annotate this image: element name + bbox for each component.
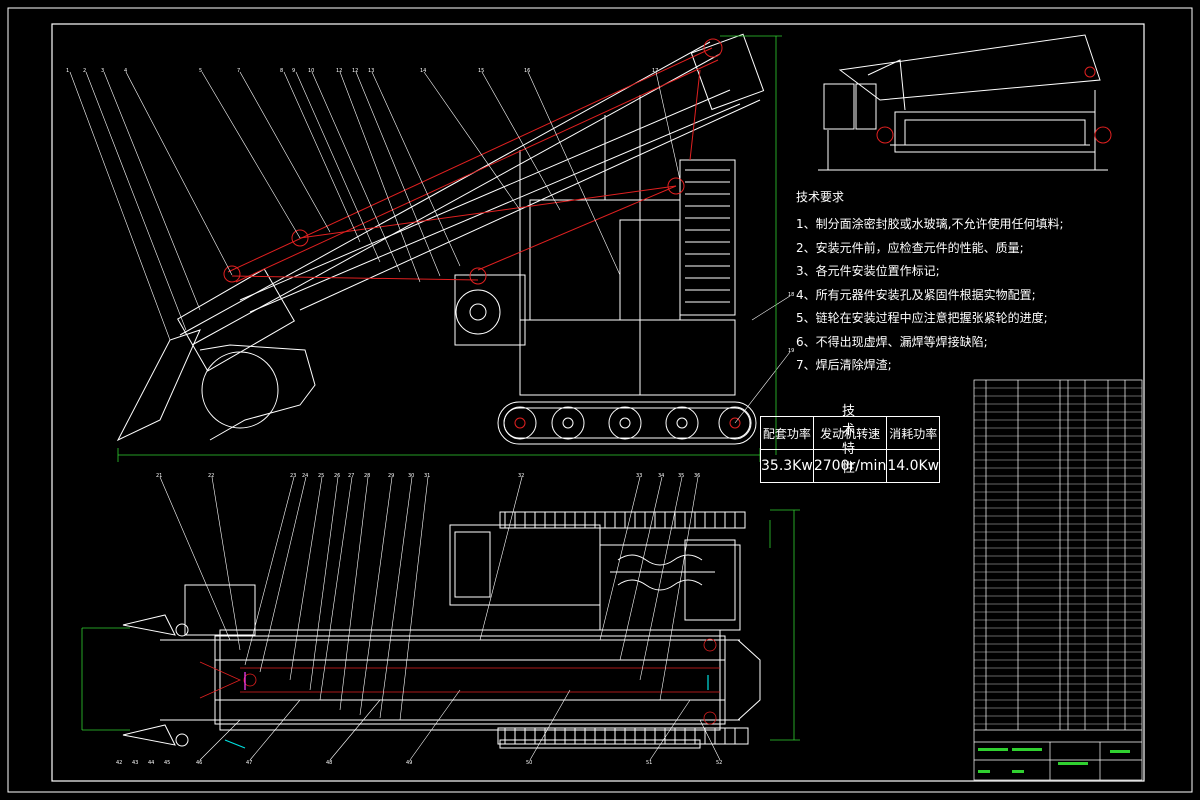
svg-text:34: 34 [658,473,664,479]
title-block-marks [978,748,1130,773]
note-item: 7、焊后清除焊渣; [796,358,892,372]
svg-text:15: 15 [478,68,484,74]
spec-value: 14.0Kw [886,449,941,483]
outer-border [7,7,1193,793]
svg-text:43: 43 [132,760,138,766]
track-wheels [503,406,752,440]
plan-view [122,524,761,749]
notes-title: 技术要求 [796,190,845,204]
svg-text:25: 25 [318,473,324,479]
svg-text:36: 36 [694,473,700,479]
svg-text:24: 24 [302,473,308,479]
svg-text:10: 10 [308,68,314,74]
svg-text:42: 42 [116,760,122,766]
svg-text:33: 33 [636,473,642,479]
svg-text:17: 17 [652,68,658,74]
svg-text:27: 27 [348,473,354,479]
svg-text:50: 50 [526,760,532,766]
svg-text:1: 1 [66,68,69,74]
svg-text:51: 51 [646,760,652,766]
svg-text:22: 22 [208,473,214,479]
inner-frame [51,23,1145,782]
svg-text:12: 12 [336,68,342,74]
spec-value: 35.3Kw [760,449,814,483]
dimension-lines [81,35,800,741]
leader-lines-plan [159,476,721,761]
svg-text:18: 18 [788,292,794,298]
end-view-sprockets [876,66,1112,144]
svg-text:21: 21 [156,473,162,479]
svg-text:48: 48 [326,760,332,766]
svg-text:35: 35 [678,473,684,479]
svg-text:14: 14 [420,68,426,74]
plan-accents [224,672,709,749]
svg-text:8: 8 [280,68,283,74]
spec-table: 配套功率 发动机转速 消耗功率 35.3Kw 2700r/min 14.0Kw [760,416,941,483]
svg-text:13: 13 [368,68,374,74]
note-item: 6、不得出现虚焊、漏焊等焊接缺陷; [796,334,988,349]
note-item: 1、制分面涂密封胶或水玻璃,不允许使用任何填料; [796,217,1064,231]
svg-text:3: 3 [101,68,104,74]
svg-text:9: 9 [292,68,295,74]
note-item: 5、链轮在安装过程中应注意把握张紧轮的进度; [796,311,1048,325]
svg-text:4: 4 [124,68,127,74]
parts-list [973,379,1143,781]
svg-text:47: 47 [246,760,252,766]
callout-labels-plan: 21 22 23 24 25 26 27 28 29 30 31 32 33 34 35 36 42 43… [116,473,722,766]
svg-text:16: 16 [524,68,530,74]
spec-header: 配套功率 [760,416,814,450]
spec-header: 发动机转速 [812,416,888,450]
svg-text:26: 26 [334,473,340,479]
svg-text:19: 19 [788,348,794,354]
svg-text:49: 49 [406,760,412,766]
svg-text:32: 32 [518,473,524,479]
spec-header: 消耗功率 [886,416,941,450]
spec-value: 2700r/min [812,449,888,483]
end-view [818,34,1108,171]
leader-lines-side [69,71,791,424]
svg-text:12: 12 [352,68,358,74]
svg-text:2: 2 [83,68,86,74]
parts-list-rows [974,387,1142,725]
svg-text:28: 28 [364,473,370,479]
chain-lines [223,38,723,285]
note-item: 4、所有元器件安装孔及紧固件根据实物配置; [796,287,1036,302]
plan-chain [199,638,720,725]
svg-text:7: 7 [237,68,240,74]
note-item: 3、各元件安装位置作标记; [796,264,940,278]
svg-text:23: 23 [290,473,296,479]
svg-text:31: 31 [424,473,430,479]
svg-text:45: 45 [164,760,170,766]
note-item: 2、安装元件前，应检查元件的性能、质量; [796,240,1024,255]
svg-text:30: 30 [408,473,414,479]
svg-text:52: 52 [716,760,722,766]
svg-text:44: 44 [148,760,154,766]
svg-text:5: 5 [199,68,202,74]
svg-text:29: 29 [388,473,394,479]
plan-tracks [497,511,749,745]
technical-requirements: 技术要求 1、制分面涂密封胶或水玻璃,不允许使用任何填料; 2、安装元件前，应检… [796,188,1064,378]
svg-text:46: 46 [196,760,202,766]
